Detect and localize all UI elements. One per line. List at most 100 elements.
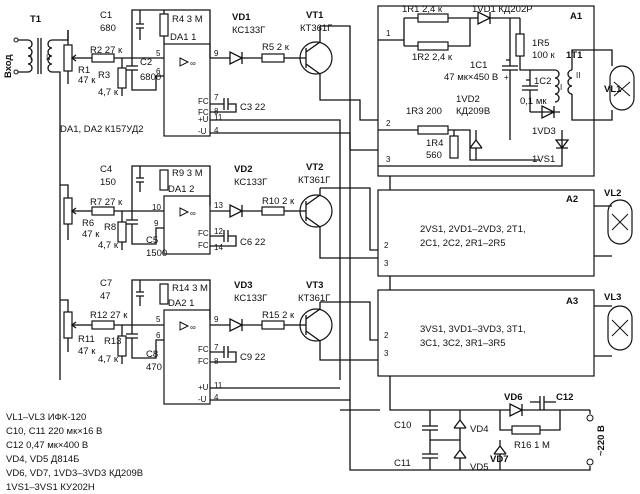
channel-1: R1 47 к R2 27 к R3 4,7 к C2 6800 C1 680 … xyxy=(60,9,378,400)
block-desc: 3VS1, 3VD1–3VD3, 3T1, xyxy=(420,324,526,335)
resistor-1r1 xyxy=(417,13,449,23)
capacitor-c6 xyxy=(210,230,237,247)
opamp-label: DA2 1 xyxy=(168,298,194,309)
opamp-label: DA1 2 xyxy=(168,184,194,195)
block-a2-frame xyxy=(377,189,595,277)
c11-label: C11 xyxy=(394,458,411,469)
vd3-label: 1VD3 xyxy=(532,126,556,137)
svg-text:FC: FC xyxy=(198,229,209,238)
r-fb-label: R9 3 M xyxy=(172,168,203,179)
r2-label: 1R2 2,4 к xyxy=(412,52,453,63)
c-fc-label: C3 22 xyxy=(240,102,265,113)
svg-text:+: + xyxy=(504,73,509,82)
c-top-name: C7 xyxy=(100,278,112,289)
transistor-type: КТ361Г xyxy=(298,175,330,186)
vd7-label: VD7 xyxy=(490,454,508,465)
resistor-1r3 xyxy=(417,125,449,135)
capacitor-1c1 xyxy=(502,18,518,140)
c-bias-name: C2 xyxy=(140,57,152,68)
svg-text:13: 13 xyxy=(214,201,223,210)
pot-value: 47 к xyxy=(78,75,96,86)
resistor-r10 xyxy=(261,206,285,216)
svg-text:5: 5 xyxy=(156,49,161,58)
input-terminal xyxy=(13,69,19,75)
svg-text:7: 7 xyxy=(214,343,219,352)
svg-text:11: 11 xyxy=(214,381,223,390)
svg-text:FC: FC xyxy=(198,345,209,354)
r5-value: 100 к xyxy=(532,50,555,61)
zener-vd4 xyxy=(453,410,467,440)
r-in-label: R2 27 к xyxy=(90,45,123,56)
pot-name: R11 xyxy=(78,334,95,345)
transistor-name: VT2 xyxy=(306,162,323,173)
r-fb-label: R14 3 M xyxy=(172,283,208,294)
r-base-label: R15 2 к xyxy=(262,310,295,321)
c-bias-name: C8 xyxy=(146,349,158,360)
component-notes: VL1–VL3 ИФК-120 C10, C11 220 мк×16 В C12… xyxy=(6,412,143,493)
lamp-label: VL1 xyxy=(604,84,622,95)
diode-name: VD1 xyxy=(232,12,251,23)
zener-vd5 xyxy=(453,440,467,470)
block-desc: 3C1, 3C2, 3R1–3R5 xyxy=(420,338,506,349)
resistor-r15 xyxy=(261,320,285,330)
svg-text:FC: FC xyxy=(198,97,209,106)
r4-label: 1R4 xyxy=(426,138,443,149)
r1-label: 1R1 2,4 к xyxy=(402,4,443,15)
vd1-label: 1VD1 КД202Р xyxy=(472,4,533,15)
diode-vd6 xyxy=(500,402,590,418)
svg-text:II: II xyxy=(46,53,50,62)
opamp-label: DA1 1 xyxy=(170,32,196,43)
svg-text:II: II xyxy=(576,71,580,80)
opamp-da1-2 xyxy=(163,195,211,255)
c-top-value: 47 xyxy=(100,291,111,302)
block-name: A3 xyxy=(566,296,578,307)
channel-3: R11 47 к R12 27 к R13 4,7 к C8 470 C7 47… xyxy=(60,278,378,405)
c-fc-label: C9 22 xyxy=(240,352,265,363)
capacitor-c12 xyxy=(539,396,545,410)
resistor-1r4 xyxy=(449,135,459,159)
pot-value: 47 к xyxy=(82,229,100,240)
c-bias-value: 1500 xyxy=(146,248,167,259)
svg-text:2: 2 xyxy=(384,331,389,340)
note-line: VL1–VL3 ИФК-120 xyxy=(6,412,86,423)
svg-text:1: 1 xyxy=(386,29,391,38)
transformer-secondary xyxy=(47,39,53,73)
svg-text:4: 4 xyxy=(214,126,219,135)
block-a1-frame xyxy=(377,5,595,177)
c-bias-value: 6800 xyxy=(140,72,161,83)
c-top-name: C1 xyxy=(100,10,112,21)
r-bias-value: 4,7 к xyxy=(98,354,119,365)
r16-label: R16 1 M xyxy=(514,440,550,451)
svg-text:2: 2 xyxy=(386,119,391,128)
diode-type: КС133Г xyxy=(234,293,267,304)
c-top-name: C4 xyxy=(100,164,112,175)
resistor-r12 xyxy=(91,320,115,330)
resistor-r4 xyxy=(159,13,169,37)
block-a1: A1 1 2 3 1R1 2,4 к 1R2 2,4 к 1VD1 КД202Р… xyxy=(377,4,635,177)
transistor-type: КТ361Г xyxy=(298,293,330,304)
c1-label: 1C1 xyxy=(470,60,487,71)
diode-vd7 xyxy=(493,440,507,470)
svg-text:-U: -U xyxy=(198,395,207,404)
input-section: Вход T1 II I xyxy=(3,14,69,380)
capacitor-c4 xyxy=(136,166,144,192)
svg-text:4: 4 xyxy=(214,393,219,402)
input-terminal xyxy=(13,37,19,43)
pot-name: R6 xyxy=(82,218,94,229)
block-a3-frame xyxy=(377,289,595,377)
svg-text:5: 5 xyxy=(156,315,161,324)
capacitor-c11 xyxy=(422,440,438,470)
mains-terminal xyxy=(586,458,594,466)
diode-name: VD2 xyxy=(234,164,252,175)
lamp-vl1 xyxy=(609,65,635,111)
pot-name: R1 xyxy=(78,65,90,76)
amp-note: DA1, DA2 К157УД2 xyxy=(60,124,144,135)
vd2-type: КД209В xyxy=(456,106,490,117)
r-fb-label: R4 3 M xyxy=(172,14,203,25)
resistor-r8 xyxy=(117,221,127,243)
svg-text:FC: FC xyxy=(198,357,209,366)
c-top-value: 680 xyxy=(100,23,116,34)
svg-text:6: 6 xyxy=(156,67,161,76)
diode-type: КС133Г xyxy=(234,177,267,188)
lamp-label: VL3 xyxy=(604,292,621,303)
